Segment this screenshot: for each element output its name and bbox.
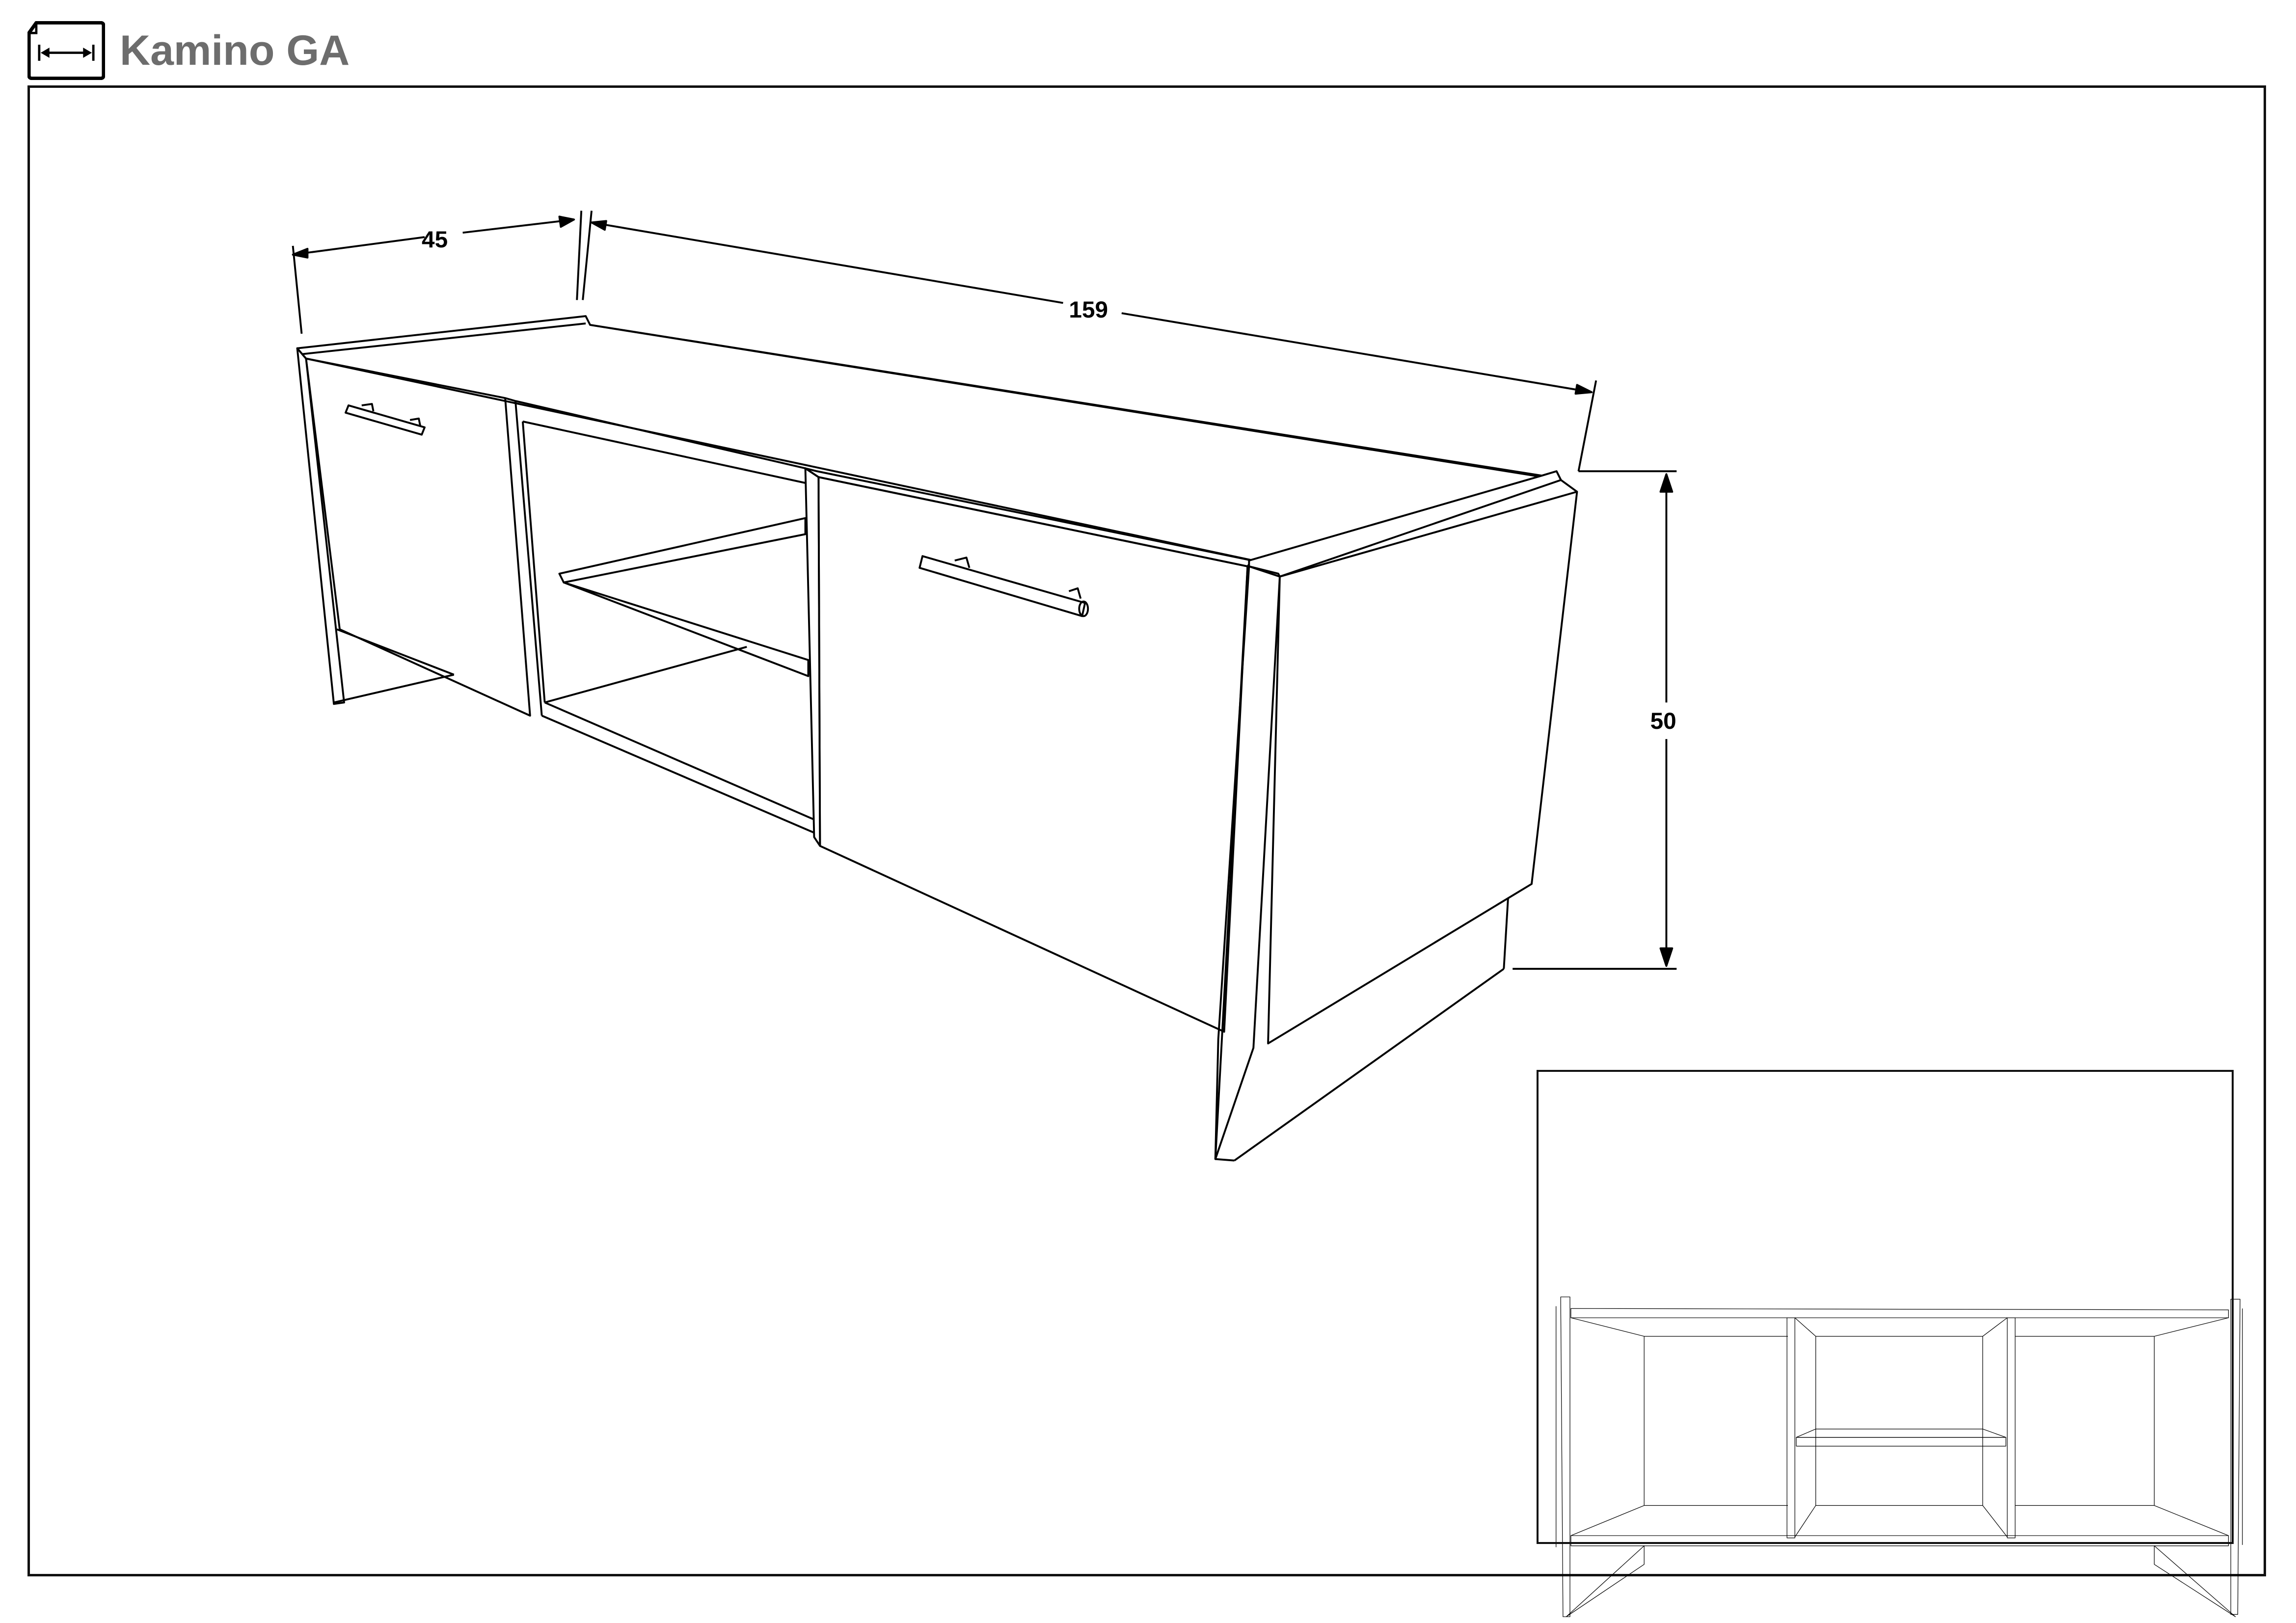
header: Kamino GA [27, 19, 350, 82]
depth-label: 45 [422, 227, 448, 253]
cabinet-top [296, 315, 1562, 562]
height-label: 50 [1650, 708, 1676, 734]
right-side-panel [1214, 470, 1578, 1162]
dimension-sheet-icon [27, 21, 105, 80]
left-door-handle [344, 403, 426, 436]
depth-dimension [292, 211, 593, 334]
right-door-handle [918, 555, 1089, 617]
right-door [804, 467, 1253, 1033]
front-view-inset-frame [1537, 1070, 2234, 1544]
drawing-frame [27, 85, 2266, 1576]
height-dimension [1513, 470, 1677, 970]
page-title: Kamino GA [120, 27, 350, 74]
width-label: 159 [1069, 297, 1108, 323]
left-door [305, 357, 543, 717]
left-side-panel [296, 347, 455, 705]
width-dimension [591, 220, 1597, 472]
middle-compartment [515, 400, 815, 834]
